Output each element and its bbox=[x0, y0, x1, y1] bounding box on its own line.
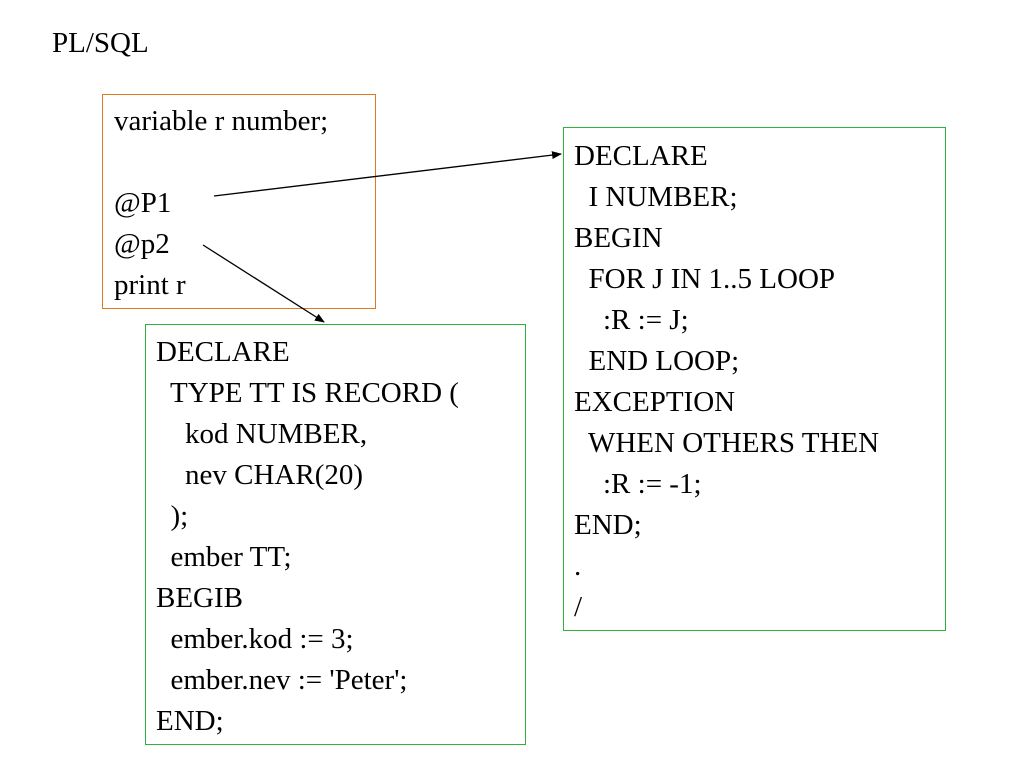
p1-code-line: DECLARE bbox=[574, 140, 708, 172]
script-line: @p2 bbox=[114, 228, 170, 260]
p2-code-line: DECLARE bbox=[156, 336, 290, 368]
p2-code-box: DECLARE TYPE TT IS RECORD ( kod NUMBER, … bbox=[145, 324, 526, 745]
slide-title: PL/SQL bbox=[52, 27, 149, 59]
script-line: @P1 bbox=[114, 187, 172, 219]
script-line: variable r number; bbox=[114, 105, 329, 137]
p2-code-line: ember TT; bbox=[156, 541, 292, 573]
p2-code-line: nev CHAR(20) bbox=[156, 459, 364, 491]
p2-code-line: TYPE TT IS RECORD ( bbox=[156, 377, 459, 409]
p1-code-line: :R := -1; bbox=[574, 468, 702, 500]
sqlplus-script-box: variable r number; @P1 @p2 print r bbox=[102, 94, 376, 309]
p2-code-line: kod NUMBER, bbox=[156, 418, 368, 450]
p2-code-line: ); bbox=[156, 500, 189, 532]
p2-code-line: ember.kod := 3; bbox=[156, 623, 354, 655]
p2-code-line: BEGIB bbox=[156, 582, 243, 614]
p1-code-line: END LOOP; bbox=[574, 345, 740, 377]
p1-code-line: WHEN OTHERS THEN bbox=[574, 427, 880, 459]
p1-code-line: BEGIN bbox=[574, 222, 663, 254]
script-line: print r bbox=[114, 269, 186, 301]
p1-code-line: END; bbox=[574, 509, 642, 541]
p1-code-line: EXCEPTION bbox=[574, 386, 736, 418]
p1-code-line: I NUMBER; bbox=[574, 181, 738, 213]
p2-code-line: ember.nev := 'Peter'; bbox=[156, 664, 408, 696]
p1-code-line: / bbox=[574, 591, 583, 623]
p1-code-box: DECLARE I NUMBER; BEGIN FOR J IN 1..5 LO… bbox=[563, 127, 946, 631]
script-line bbox=[114, 142, 375, 183]
p1-code-line: :R := J; bbox=[574, 304, 689, 336]
p1-code-line: . bbox=[574, 550, 582, 582]
p1-code-line: FOR J IN 1..5 LOOP bbox=[574, 263, 836, 295]
p2-code-line: END; bbox=[156, 705, 224, 737]
